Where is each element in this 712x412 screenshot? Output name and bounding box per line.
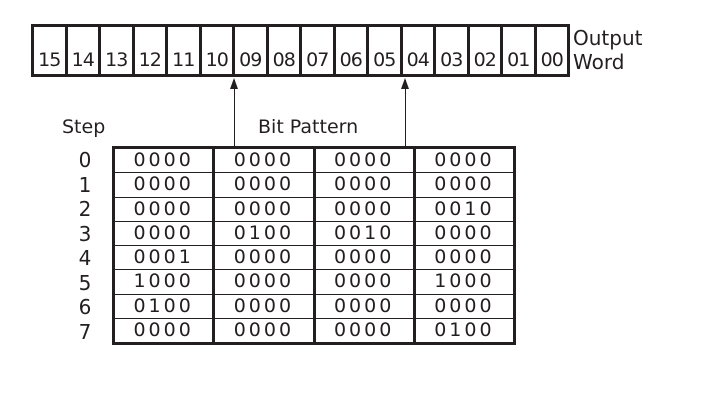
bit-cell-00: 00 xyxy=(540,49,564,71)
bit-cell-01: 01 xyxy=(503,27,537,74)
nibble-cell: 0000 xyxy=(215,318,316,342)
nibble-cell: 0100 xyxy=(215,221,316,245)
nibble-cell: 0010 xyxy=(316,221,416,245)
bit-cell-11: 11 xyxy=(168,27,202,74)
nibble-cell: 0100 xyxy=(434,318,495,341)
nibble-cell: 0001 xyxy=(115,246,216,270)
nibble-cell: 1000 xyxy=(115,270,216,294)
step-number: 4 xyxy=(78,246,92,270)
bit-cell-14: 14 xyxy=(68,27,101,74)
arrow-to-bit-04-line xyxy=(405,80,406,146)
bit-cell-07: 07 xyxy=(302,27,336,74)
output-label: Output xyxy=(573,26,643,50)
nibble-cell: 0000 xyxy=(434,246,495,269)
bit-cell-06: 06 xyxy=(336,27,369,74)
bit-cell-05: 05 xyxy=(369,27,403,74)
bit-cell-08: 08 xyxy=(269,27,302,74)
nibble-cell: 0000 xyxy=(316,173,416,197)
nibble-cell: 0000 xyxy=(115,197,216,221)
bit-cell-12: 12 xyxy=(135,27,168,74)
nibble-cell: 0000 xyxy=(215,294,316,318)
bit-cell-09: 09 xyxy=(235,27,269,74)
step-header: Step xyxy=(62,116,106,138)
nibble-cell: 0000 xyxy=(215,246,316,270)
arrow-up-icon xyxy=(230,78,238,89)
arrow-to-bit-10-line xyxy=(234,80,235,146)
bit-cell-15: 15 xyxy=(34,27,68,74)
nibble-cell: 0000 xyxy=(115,149,216,173)
step-number: 2 xyxy=(78,197,92,221)
arrow-up-icon xyxy=(401,78,409,89)
nibble-cell: 0100 xyxy=(115,294,216,318)
nibble-cell: 0000 xyxy=(434,149,495,172)
nibble-cell: 0000 xyxy=(316,318,416,342)
nibble-cell: 0000 xyxy=(434,173,495,196)
nibble-cell: 1000 xyxy=(434,270,495,293)
bit-cell-02: 02 xyxy=(470,27,503,74)
bit-cell-13: 13 xyxy=(101,27,135,74)
nibble-cell: 0000 xyxy=(434,221,495,244)
bit-cell-10: 10 xyxy=(202,27,235,74)
nibble-cell: 0000 xyxy=(316,197,416,221)
bit-cell-04: 04 xyxy=(403,27,436,74)
nibble-cell: 0000 xyxy=(215,149,316,173)
step-number: 5 xyxy=(78,270,92,295)
step-number: 1 xyxy=(78,172,92,197)
nibble-cell: 0000 xyxy=(115,221,216,245)
word-label: Word xyxy=(573,50,625,74)
step-number: 6 xyxy=(78,295,92,319)
bit-pattern-header: Bit Pattern xyxy=(258,116,359,138)
nibble-cell: 0000 xyxy=(115,318,216,342)
output-word-label: Output Word xyxy=(573,26,642,74)
nibble-cell: 0000 xyxy=(215,173,316,197)
nibble-cell: 0000 xyxy=(316,294,416,318)
nibble-cell: 0000 xyxy=(316,149,416,173)
step-number: 0 xyxy=(78,148,92,172)
step-number: 3 xyxy=(78,221,92,246)
step-number: 7 xyxy=(78,319,92,344)
nibble-cell: 0010 xyxy=(434,197,495,220)
nibble-cell: 0000 xyxy=(215,197,316,221)
nibble-cell: 0000 xyxy=(316,270,416,294)
nibble-cell: 0000 xyxy=(115,173,216,197)
nibble-cell: 0000 xyxy=(215,270,316,294)
nibble-cell: 0000 xyxy=(434,294,495,317)
nibble-cell: 0000 xyxy=(316,246,416,270)
bit-cell-03: 03 xyxy=(436,27,470,74)
